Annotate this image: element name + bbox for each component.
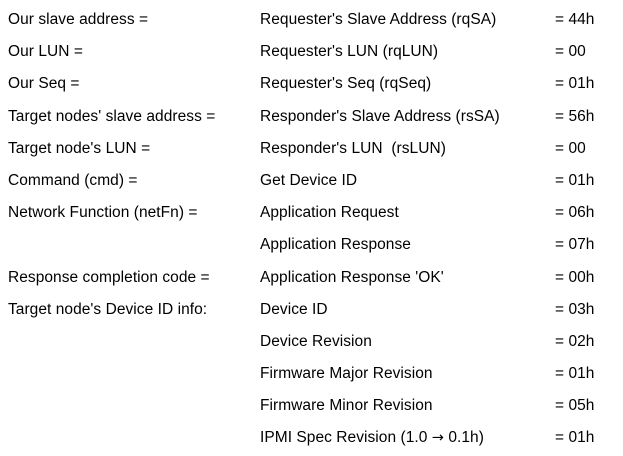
table-row: Target node's LUN = Responder's LUN (rsLU… [0,133,623,165]
table-row: Our slave address = Requester's Slave Add… [0,4,623,36]
table-row: Our LUN = Requester's LUN (rqLUN) = 00 [0,36,623,68]
table-row: Our Seq = Requester's Seq (rqSeq) = 01h [0,68,623,100]
table-row: Target node's Device ID info: Device ID = … [0,294,623,326]
row-local-label: Our Seq = [8,75,80,93]
row-value: = 01h [555,429,595,447]
row-local-label: Command (cmd) = [8,171,138,189]
row-spec-name: Device Revision [260,332,372,350]
row-value: = 00 [555,43,586,61]
right-arrow-icon: → [431,430,444,447]
row-value: = 00h [555,268,595,286]
row-spec-name: Requester's Slave Address (rqSA) [260,11,497,28]
row-spec-name: Responder's Slave Address (rsSA) [260,107,500,125]
row-value: = 01h [555,365,595,383]
table-row: Response completion code = Application Re… [0,262,623,294]
table-row: Network Function (netFn) = Application Re… [0,197,623,229]
table-row: Firmware Major Revision = 01h [0,358,623,390]
row-spec-name: Firmware Minor Revision [260,397,433,415]
row-local-label: Our LUN = [8,43,83,61]
row-value: = 56h [555,107,595,125]
row-spec-name: Get Device ID [260,171,358,189]
row-value: = 00 [555,139,586,157]
table-row: Firmware Minor Revision = 05h [0,390,623,422]
row-spec-name: Application Response 'OK' [260,268,444,286]
row-spec-name: Firmware Major Revision [260,365,433,383]
row-spec-name: Application Request [260,204,399,222]
row-value: = 02h [555,332,595,350]
row-local-label: Target node's Device ID info: [8,300,208,318]
row-value: = 01h [555,75,595,93]
table-row: Device Revision = 02h [0,326,623,358]
row-spec-name: Requester's Seq (rqSeq) [260,75,432,93]
table-row: Application Response = 07h [0,229,623,261]
row-spec-name: Requester's LUN (rqLUN) [260,43,439,61]
row-spec-name: Responder's LUN (rsLUN) [260,139,446,157]
row-local-label: Our slave address = [8,11,149,28]
row-local-label: Target node's LUN = [8,139,151,157]
row-value: = 44h [555,11,595,28]
row-spec-name: Device ID [260,300,328,318]
row-local-label: Response completion code = [8,268,210,286]
row-spec-name: IPMI Spec Revision (1.0 → 0.1h) [260,429,484,447]
row-value: = 07h [555,236,595,254]
row-value: = 01h [555,171,595,189]
row-local-label: Network Function (netFn) = [8,204,198,222]
table-row: Command (cmd) = Get Device ID = 01h [0,165,623,197]
table-row: IPMI Spec Revision (1.0 → 0.1h) = 01h [0,422,623,454]
row-value: = 05h [555,397,595,415]
row-spec-name: Application Response [260,236,411,254]
row-local-label: Target nodes' slave address = [8,107,216,125]
table-row: Target nodes' slave address = Responder's… [0,101,623,133]
row-value: = 06h [555,204,595,222]
row-value: = 03h [555,300,595,318]
